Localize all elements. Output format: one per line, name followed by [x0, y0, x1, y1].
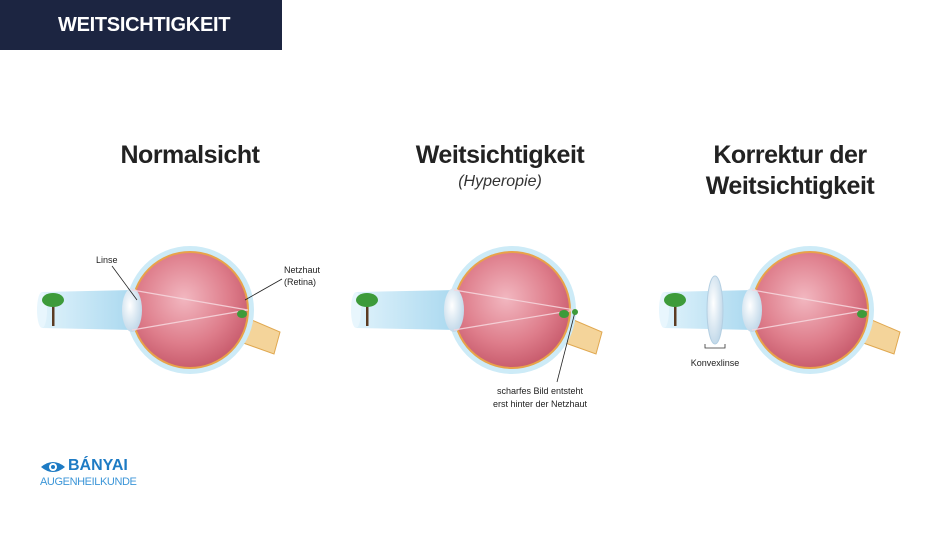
banner-title: WEITSICHTIGKEIT [0, 0, 282, 50]
panel-subtitle-hyperopia: (Hyperopie) [458, 173, 542, 190]
eyeball [751, 251, 869, 369]
label-focus-1: scharfes Bild entsteht [497, 386, 584, 396]
tree-icon [356, 293, 378, 307]
tree-trunk [52, 302, 55, 326]
light-beam [356, 290, 457, 330]
label-retina-2: (Retina) [284, 277, 316, 287]
label-lens: Linse [96, 255, 118, 265]
tree-trunk [366, 302, 369, 326]
panel-title-correction-2: Weitsichtigkeit [705, 172, 875, 200]
eye-lens [742, 288, 762, 332]
tree-icon [664, 293, 686, 307]
light-beam [42, 290, 135, 330]
pointer-focus [556, 311, 576, 383]
panel-title-correction-1: Korrektur der [713, 141, 867, 169]
panel-title-normal: Normalsicht [120, 141, 260, 169]
label-retina-1: Netzhaut [284, 265, 321, 275]
logo-name: BÁNYAI [68, 457, 128, 474]
image-on-retina [559, 310, 569, 318]
eye-normal [37, 246, 281, 374]
eye-lens [122, 288, 142, 332]
tree-trunk [674, 302, 677, 326]
eye-logo-icon [41, 462, 65, 472]
label-convex-lens: Konvexlinse [691, 358, 740, 368]
pointer-retina [244, 278, 283, 301]
light-rays [131, 289, 249, 331]
logo-tagline: AUGENHEILKUNDE [40, 476, 137, 488]
label-focus-2: erst hinter der Netzhaut [493, 399, 588, 409]
focus-point [572, 309, 578, 315]
eye-hyperopia [351, 246, 603, 374]
eye-corrected [659, 246, 901, 374]
image-on-retina [857, 310, 867, 318]
panel-title-hyperopia: Weitsichtigkeit [415, 141, 585, 169]
eyeball [131, 251, 249, 369]
pointer-lens [111, 265, 138, 301]
eyeball [453, 251, 571, 369]
light-rays [751, 289, 869, 331]
tree-icon [42, 293, 64, 307]
convex-lens [706, 275, 724, 345]
eye-lens [444, 288, 464, 332]
logo: BÁNYAI AUGENHEILKUNDE [40, 457, 137, 488]
image-on-retina [237, 310, 247, 318]
convex-lens-bracket [704, 344, 726, 349]
